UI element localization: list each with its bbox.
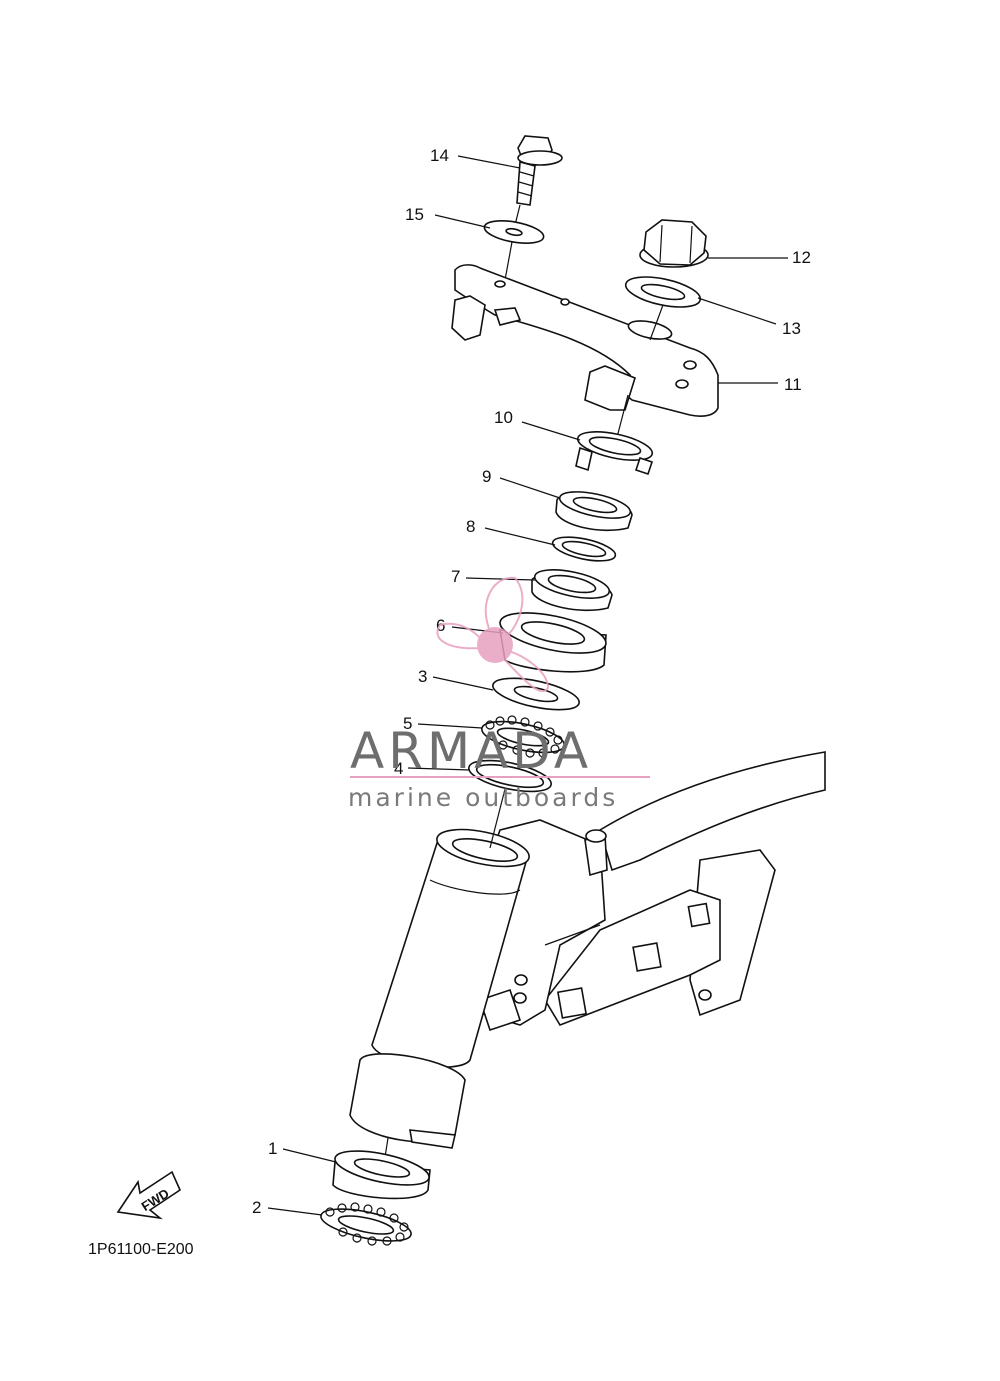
part-1-race <box>332 1137 431 1200</box>
callout-1: 1 <box>268 1139 277 1158</box>
part-2-ball-race <box>320 1202 412 1246</box>
callout-3: 3 <box>418 667 427 686</box>
callout-2: 2 <box>252 1198 261 1217</box>
watermark-logo: ARMADA marine outboards <box>348 576 650 812</box>
part-15-washer <box>483 220 545 281</box>
part-6-seal <box>499 612 607 673</box>
part-12-nut <box>639 219 709 268</box>
part-11-bracket <box>451 264 719 417</box>
fwd-arrow-icon: FWD <box>116 1170 182 1220</box>
part-8-washer <box>551 536 617 562</box>
callout-13: 13 <box>782 319 801 338</box>
part-13-washer <box>624 276 702 341</box>
leader-lines <box>267 155 788 1216</box>
callout-14: 14 <box>430 146 449 165</box>
callout-7: 7 <box>451 567 460 586</box>
part-9-ring-nut <box>555 491 633 532</box>
watermark-brand: ARMADA <box>350 722 592 780</box>
propeller-icon <box>436 576 550 692</box>
part-3-washer <box>492 677 580 711</box>
callout-12: 12 <box>792 248 811 267</box>
callout-11: 11 <box>784 375 802 394</box>
part-10-lock-washer <box>575 394 654 476</box>
callout-8: 8 <box>466 517 475 536</box>
part-14-bolt <box>514 135 563 226</box>
diagram-code: 1P61100-E200 <box>88 1241 194 1258</box>
callout-5: 5 <box>403 714 412 733</box>
frame-assembly <box>349 751 826 1149</box>
part-7-ring-nut <box>531 569 613 612</box>
callout-9: 9 <box>482 467 491 486</box>
callout-10: 10 <box>494 408 513 427</box>
callout-4: 4 <box>394 759 403 778</box>
callout-15: 15 <box>405 205 424 224</box>
watermark-tagline: marine outboards <box>348 783 618 812</box>
